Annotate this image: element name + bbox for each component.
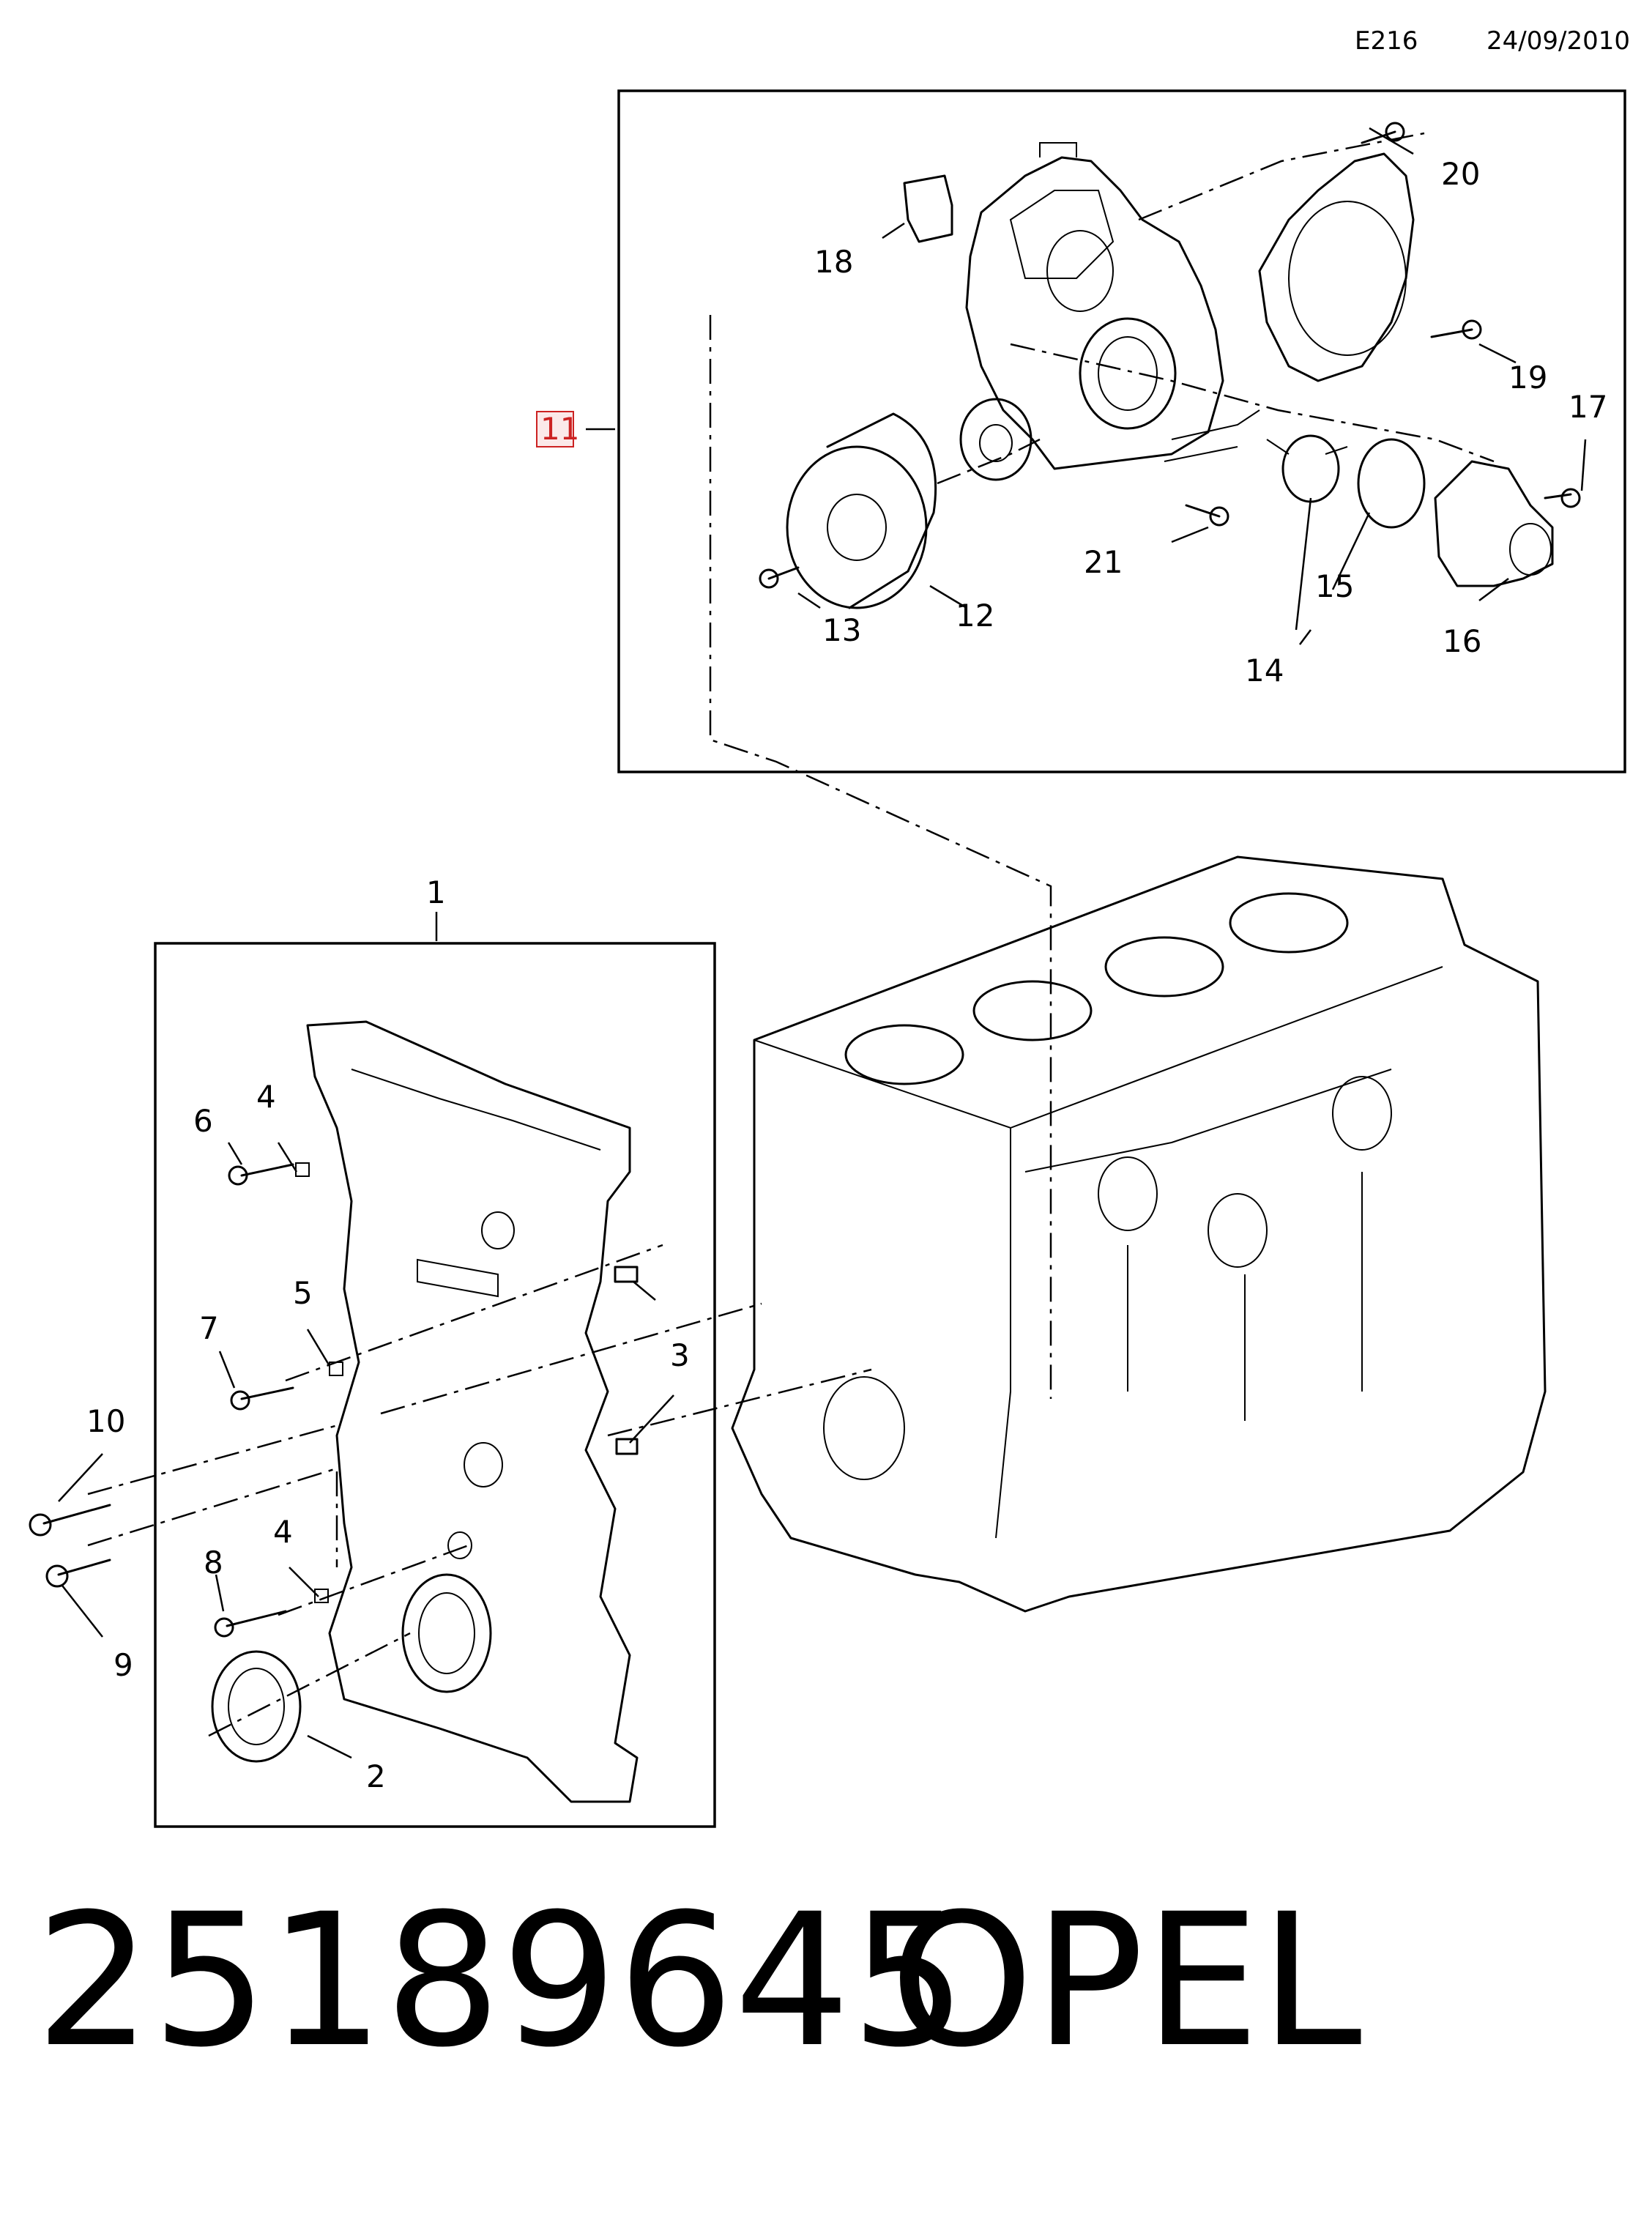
callout-4-lower: 4 bbox=[273, 1514, 293, 1550]
thermostat bbox=[1266, 434, 1348, 503]
callout-11-highlight bbox=[536, 411, 574, 447]
pump-pulley bbox=[786, 412, 937, 609]
thermostat-seal-ring bbox=[1357, 438, 1426, 529]
washers bbox=[295, 1162, 343, 1603]
thermostat-housing bbox=[1434, 460, 1554, 587]
callout-10: 10 bbox=[86, 1403, 125, 1439]
assembly-line-gasket bbox=[1138, 132, 1425, 221]
leader-lines bbox=[58, 127, 1587, 1759]
bolts-water-pump bbox=[759, 122, 1581, 589]
assembly-line-thermostat bbox=[1010, 343, 1495, 463]
pump-pulley-hub bbox=[959, 398, 1032, 481]
assembly-line-bolt-7 bbox=[285, 1244, 663, 1382]
small-seal-18 bbox=[903, 174, 953, 243]
assembly-line-bolt-8 bbox=[278, 1544, 469, 1616]
assembly-line-pump bbox=[709, 315, 1052, 1399]
callout-4-upper: 4 bbox=[256, 1079, 276, 1115]
callout-3: 3 bbox=[670, 1337, 690, 1373]
crankshaft-seal bbox=[211, 1650, 302, 1763]
callout-17: 17 bbox=[1569, 389, 1607, 425]
timing-cover-assembly-frame bbox=[154, 942, 716, 1828]
engine-block bbox=[731, 855, 1547, 1613]
brand-name: OPEL bbox=[890, 1874, 1362, 2087]
pump-gasket bbox=[1258, 152, 1415, 382]
callout-1: 1 bbox=[426, 874, 446, 910]
assembly-line-bolt-9 bbox=[87, 1467, 338, 1567]
callout-13: 13 bbox=[822, 612, 861, 648]
callout-15: 15 bbox=[1315, 568, 1354, 604]
callout-20: 20 bbox=[1441, 156, 1480, 192]
callout-19: 19 bbox=[1508, 360, 1547, 395]
assembly-line-dowel bbox=[607, 1368, 872, 1437]
part-number: 25189645 bbox=[35, 1874, 967, 2087]
callout-9: 9 bbox=[114, 1647, 133, 1683]
callout-5: 5 bbox=[293, 1275, 313, 1311]
callout-18: 18 bbox=[814, 244, 853, 280]
diagram-code: E216 bbox=[1355, 26, 1418, 56]
callout-2: 2 bbox=[366, 1758, 386, 1794]
callout-8: 8 bbox=[204, 1545, 223, 1580]
water-pump-assembly-frame bbox=[617, 89, 1626, 773]
callout-21: 21 bbox=[1084, 544, 1123, 580]
callout-12: 12 bbox=[956, 598, 994, 634]
timing-cover bbox=[306, 1020, 639, 1803]
water-pump-housing bbox=[965, 142, 1260, 470]
diagram-date: 24/09/2010 bbox=[1487, 26, 1630, 56]
callout-6: 6 bbox=[193, 1103, 213, 1139]
callout-7: 7 bbox=[199, 1310, 219, 1346]
assembly-line-bolt-10 bbox=[87, 1302, 762, 1496]
callout-11: 11 bbox=[540, 411, 579, 447]
callout-14: 14 bbox=[1245, 653, 1284, 688]
callout-16: 16 bbox=[1443, 623, 1481, 659]
bolts-timing-cover bbox=[29, 1163, 294, 1638]
assembly-line-seal bbox=[208, 1632, 411, 1737]
dowel-pins bbox=[614, 1266, 639, 1455]
